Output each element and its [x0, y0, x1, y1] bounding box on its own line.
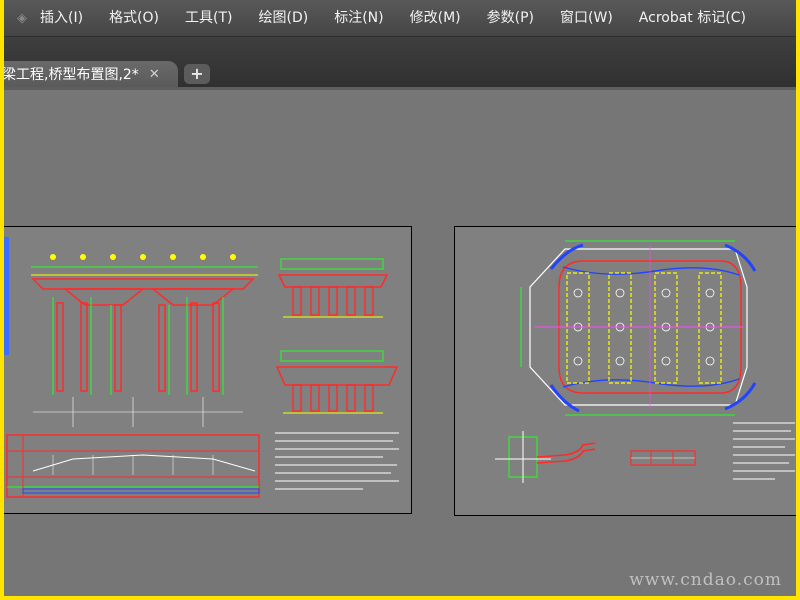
document-tab[interactable]: 梁工程,桥型布置图,2* ✕ [4, 61, 178, 87]
menu-draw[interactable]: 绘图(D) [258, 10, 309, 26]
app-window: ◈ 插入(I) 格式(O) 工具(T) 绘图(D) 标注(N) 修改(M) 参数… [4, 0, 796, 596]
menu-insert[interactable]: 插入(I) [40, 10, 84, 26]
menu-dimension[interactable]: 标注(N) [334, 10, 384, 26]
menu-window[interactable]: 窗口(W) [560, 10, 613, 26]
menu-modify[interactable]: 修改(M) [409, 10, 461, 26]
menu-tools[interactable]: 工具(T) [185, 10, 233, 26]
bridge-plan-drawing [495, 240, 795, 483]
drawing-sheet-right[interactable] [454, 226, 796, 516]
document-tab-label: 梁工程,桥型布置图,2* [4, 67, 139, 83]
menu-bar: ◈ 插入(I) 格式(O) 工具(T) 绘图(D) 标注(N) 修改(M) 参数… [4, 0, 796, 37]
menu-parametric[interactable]: 参数(P) [486, 10, 535, 26]
app-logo-fragment: ◈ [17, 10, 27, 26]
tab-divider [4, 87, 796, 90]
menu-acrobat[interactable]: Acrobat 标记(C) [638, 10, 746, 26]
plus-icon[interactable]: + [184, 64, 210, 84]
drawing-canvas[interactable]: www.cndao.com [4, 90, 796, 596]
menu-format[interactable]: 格式(O) [109, 10, 160, 26]
document-tab-bar: 梁工程,桥型布置图,2* ✕ + [4, 37, 796, 87]
watermark: www.cndao.com [629, 570, 782, 590]
drawing-sheet-left[interactable] [4, 226, 412, 514]
close-icon[interactable]: ✕ [148, 66, 160, 82]
bridge-elevation-drawing [4, 237, 399, 498]
